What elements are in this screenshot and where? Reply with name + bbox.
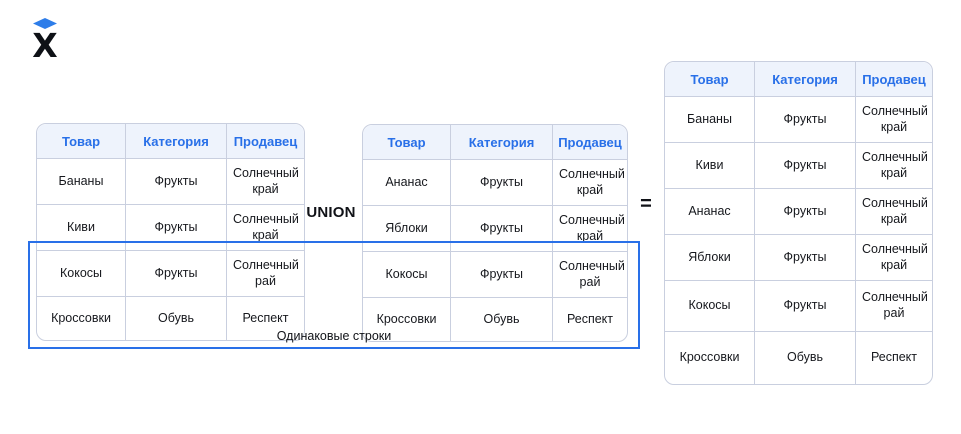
table-cell: Фрукты bbox=[126, 205, 227, 251]
table-cell: Солнечный край bbox=[553, 206, 627, 252]
table-cell: Кокосы bbox=[665, 281, 755, 332]
table-cell: Фрукты bbox=[755, 281, 856, 332]
table-cell: Респект bbox=[856, 332, 932, 384]
table-cell: Солнечный край bbox=[227, 205, 304, 251]
table-cell: Кокосы bbox=[363, 252, 451, 298]
table-cell: Кроссовки bbox=[363, 298, 451, 341]
table-cell: Солнечный край bbox=[856, 189, 932, 235]
union-operator-label: UNION bbox=[306, 204, 356, 221]
equals-operator-label: = bbox=[640, 193, 652, 215]
hexlet-logo: X bbox=[32, 18, 58, 60]
table-cell: Солнечный рай bbox=[553, 252, 627, 298]
table-cell: Фрукты bbox=[755, 189, 856, 235]
column-header: Категория bbox=[451, 125, 553, 160]
table-cell: Солнечный рай bbox=[227, 251, 304, 297]
column-header: Товар bbox=[665, 62, 755, 97]
column-header: Категория bbox=[126, 124, 227, 159]
table-cell: Респект bbox=[227, 297, 304, 340]
table-cell: Фрукты bbox=[451, 206, 553, 252]
table-cell: Яблоки bbox=[665, 235, 755, 281]
table-cell: Солнечный край bbox=[856, 235, 932, 281]
graduation-cap-icon bbox=[33, 18, 57, 29]
table-cell: Фрукты bbox=[451, 160, 553, 206]
table-cell: Солнечный край bbox=[856, 97, 932, 143]
table-cell: Солнечный рай bbox=[856, 281, 932, 332]
table-cell: Кокосы bbox=[37, 251, 126, 297]
table-cell: Обувь bbox=[451, 298, 553, 341]
table-cell: Яблоки bbox=[363, 206, 451, 252]
table-cell: Кроссовки bbox=[37, 297, 126, 340]
table-cell: Фрукты bbox=[755, 143, 856, 189]
table-cell: Фрукты bbox=[451, 252, 553, 298]
table-cell: Кроссовки bbox=[665, 332, 755, 384]
table-cell: Фрукты bbox=[755, 97, 856, 143]
table-cell: Солнечный край bbox=[553, 160, 627, 206]
column-header: Категория bbox=[755, 62, 856, 97]
table-cell: Бананы bbox=[37, 159, 126, 205]
table-cell: Фрукты bbox=[126, 251, 227, 297]
table-cell: Солнечный край bbox=[856, 143, 932, 189]
table-cell: Бананы bbox=[665, 97, 755, 143]
table-cell: Обувь bbox=[755, 332, 856, 384]
table-cell: Киви bbox=[37, 205, 126, 251]
table-cell: Ананас bbox=[363, 160, 451, 206]
table-cell: Фрукты bbox=[126, 159, 227, 205]
table-cell: Респект bbox=[553, 298, 627, 341]
column-header: Товар bbox=[37, 124, 126, 159]
table-cell: Ананас bbox=[665, 189, 755, 235]
table-cell: Киви bbox=[665, 143, 755, 189]
logo-letter: X bbox=[32, 26, 57, 60]
column-header: Продавец bbox=[553, 125, 627, 160]
column-header: Продавец bbox=[856, 62, 932, 97]
table-cell: Фрукты bbox=[755, 235, 856, 281]
column-header: Продавец bbox=[227, 124, 304, 159]
column-header: Товар bbox=[363, 125, 451, 160]
table-cell: Обувь bbox=[126, 297, 227, 340]
table-cell: Солнечный край bbox=[227, 159, 304, 205]
